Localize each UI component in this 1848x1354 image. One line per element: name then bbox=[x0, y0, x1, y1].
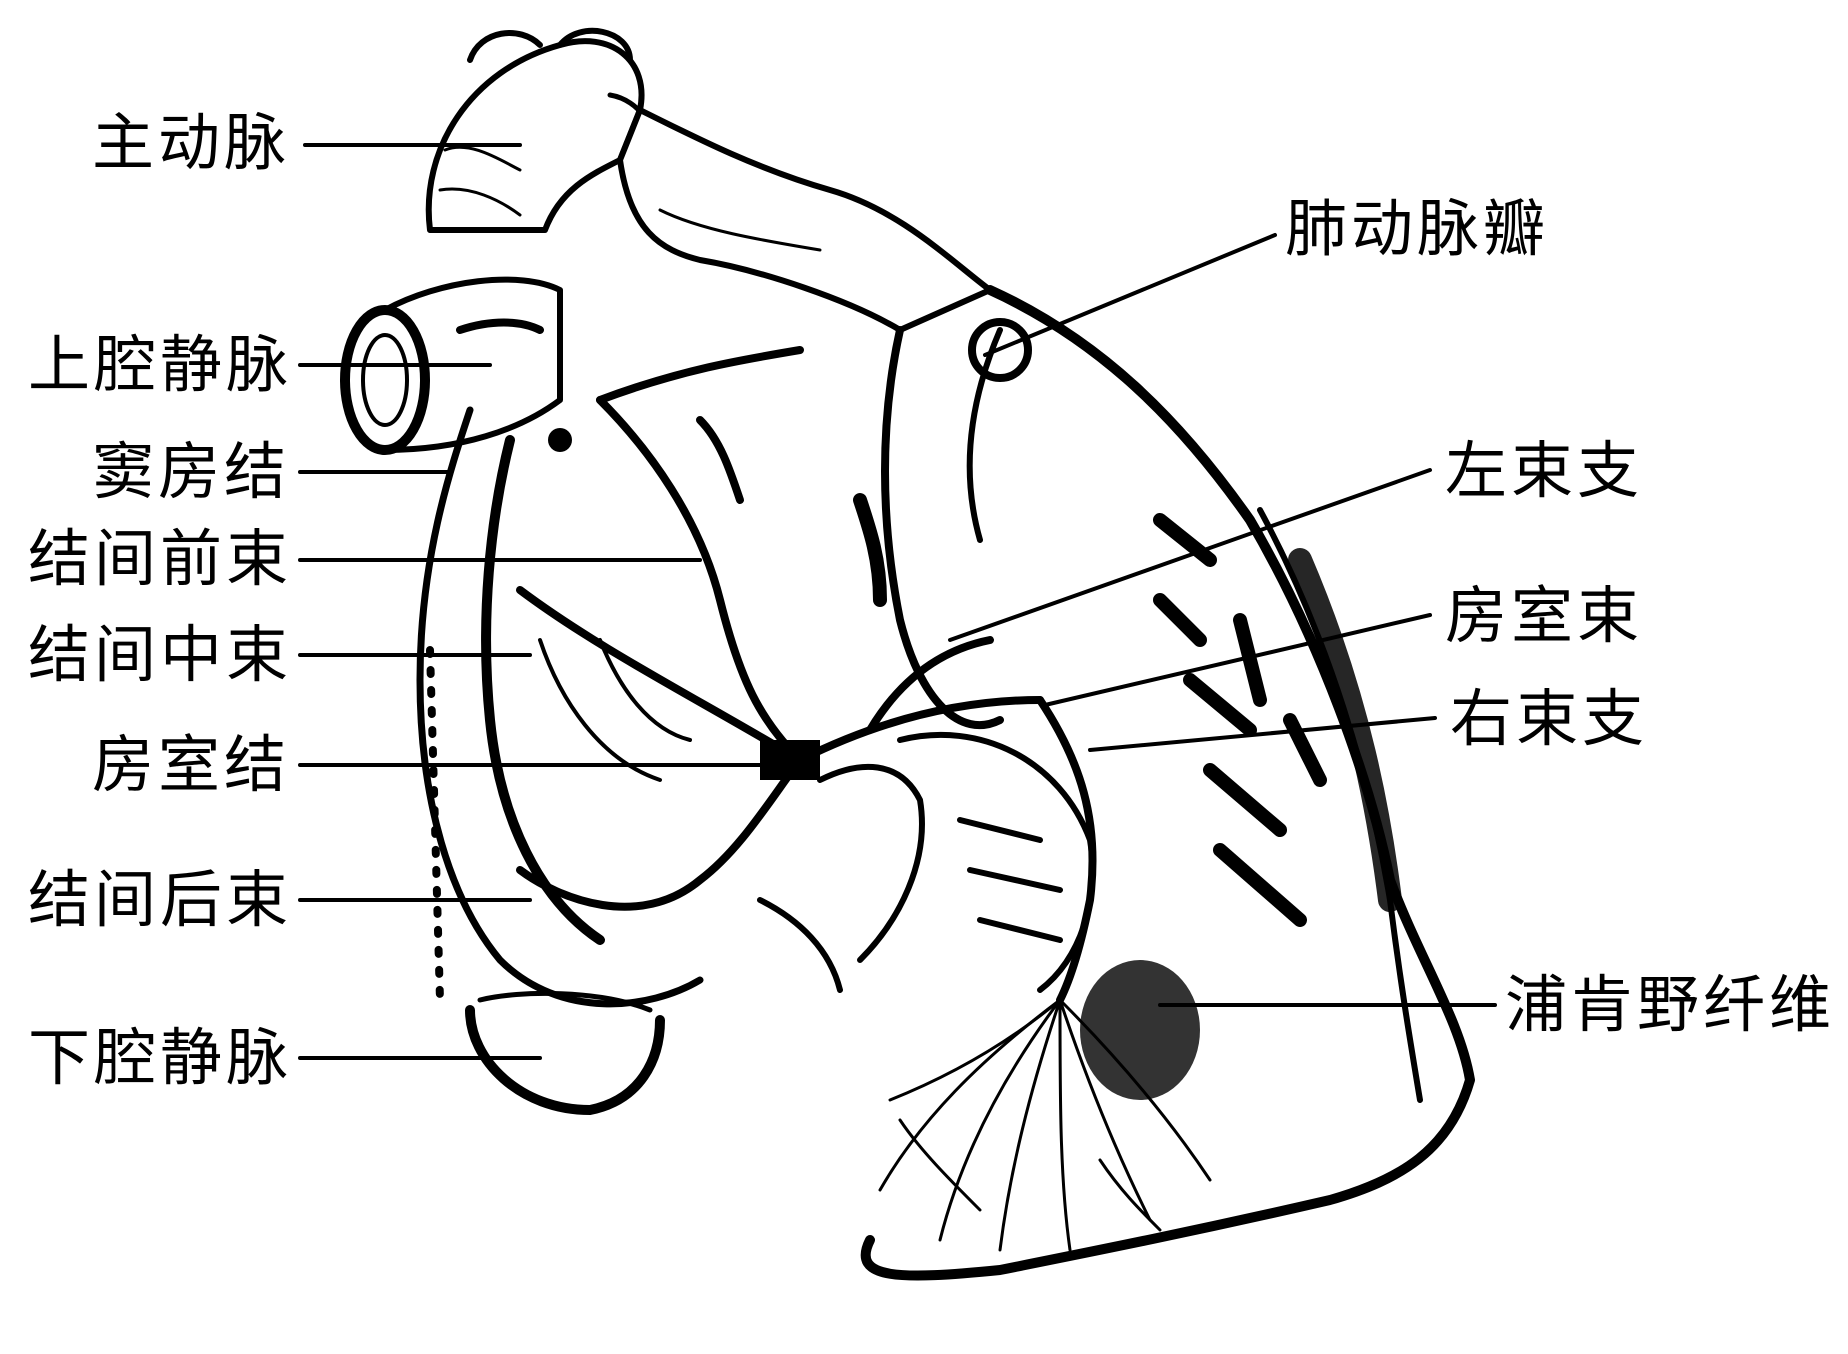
label-posterior-internodal-tract: 结间后束 bbox=[27, 863, 292, 936]
label-pulmonary-valve: 肺动脉瓣 bbox=[1285, 192, 1550, 265]
ventricle-wall-shape bbox=[860, 285, 1475, 1281]
label-aorta: 主动脉 bbox=[91, 106, 290, 179]
leader-pulm-valve bbox=[983, 233, 1277, 357]
av-node-mark bbox=[760, 740, 820, 780]
leader-right-bundle bbox=[1088, 716, 1437, 752]
superior-vena-cava-shape bbox=[340, 276, 563, 455]
label-left-bundle-branch: 左束支 bbox=[1445, 434, 1644, 507]
aorta-shape bbox=[425, 27, 656, 233]
leader-his-bundle bbox=[1043, 613, 1432, 707]
label-middle-internodal-tract: 结间中束 bbox=[27, 618, 292, 691]
label-av-node: 房室结 bbox=[91, 728, 290, 801]
conduction-pathways bbox=[516, 346, 1097, 1004]
label-right-bundle-branch: 右束支 bbox=[1450, 682, 1649, 755]
purkinje-dark-area bbox=[1080, 960, 1200, 1100]
label-inferior-vena-cava: 下腔静脉 bbox=[27, 1021, 292, 1094]
right-atrium-shape bbox=[416, 406, 704, 1008]
septum-shape bbox=[696, 318, 1032, 729]
inferior-vena-cava-shape bbox=[426, 646, 665, 1115]
label-sa-node: 窦房结 bbox=[91, 435, 290, 508]
leader-left-bundle bbox=[948, 468, 1432, 642]
sa-node-mark bbox=[548, 428, 572, 452]
tricuspid-structures bbox=[757, 731, 1096, 993]
pulmonary-trunk-shape bbox=[617, 107, 993, 333]
label-superior-vena-cava: 上腔静脉 bbox=[27, 328, 292, 401]
leader-lines bbox=[298, 143, 1497, 1060]
label-anterior-internodal-tract: 结间前束 bbox=[27, 522, 292, 595]
label-purkinje-fibers: 浦肯野纤维 bbox=[1505, 968, 1836, 1041]
label-av-bundle: 房室束 bbox=[1445, 579, 1644, 652]
